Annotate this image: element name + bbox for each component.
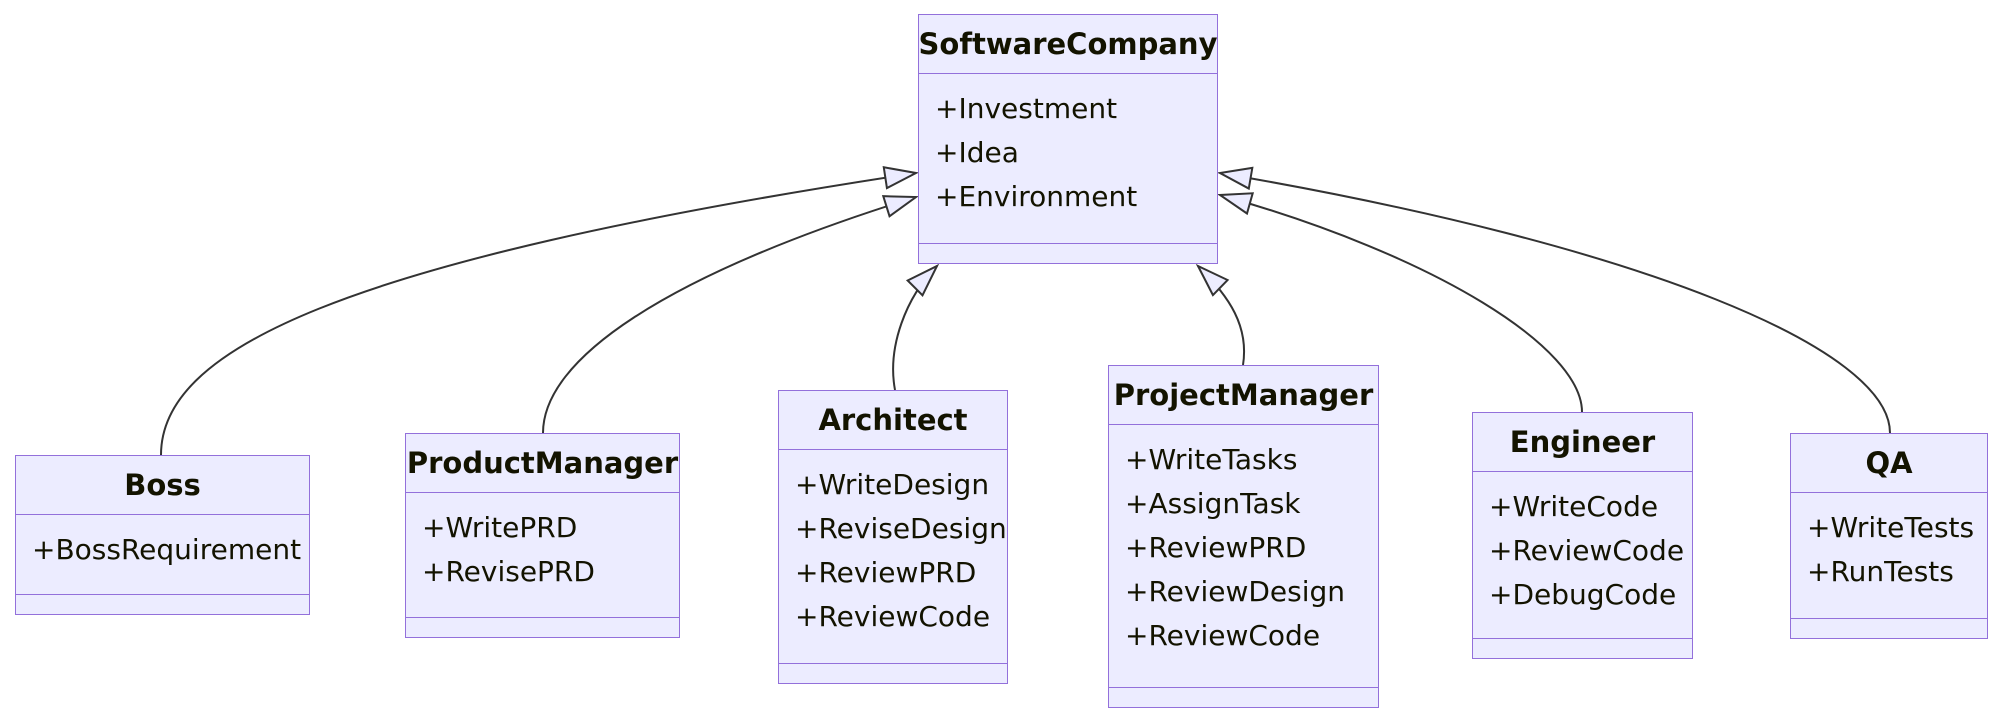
class-attribute: +WritePRD [422, 511, 578, 544]
class-title: ProductManager [406, 434, 679, 493]
class-title: ProjectManager [1109, 366, 1378, 425]
edge-architect-inherits-softwarecompany [892, 263, 940, 391]
class-attribute: +ReviewCode [1489, 534, 1685, 567]
class-attribute: +WriteTests [1807, 511, 1975, 544]
class-attribute: +ReviseDesign [795, 512, 1007, 545]
class-methods-empty [1791, 618, 1987, 638]
class-attribute: +ReviewPRD [1125, 531, 1307, 564]
class-attribute: +RunTests [1807, 555, 1954, 588]
class-productmanager: ProductManager +WritePRD +RevisePRD [405, 433, 680, 638]
class-projectmanager: ProjectManager +WriteTasks +AssignTask +… [1108, 365, 1379, 708]
class-attribute: +RevisePRD [422, 555, 595, 588]
class-attributes: +WriteTasks +AssignTask +ReviewPRD +Revi… [1109, 425, 1378, 687]
class-architect: Architect +WriteDesign +ReviseDesign +Re… [778, 390, 1008, 684]
class-engineer: Engineer +WriteCode +ReviewCode +DebugCo… [1472, 412, 1693, 659]
class-attributes: +WriteDesign +ReviseDesign +ReviewPRD +R… [779, 450, 1007, 663]
class-methods-empty [1109, 687, 1378, 707]
class-methods-empty [1473, 638, 1692, 658]
class-methods-empty [406, 617, 679, 637]
class-attributes: +WriteTests +RunTests [1791, 493, 1987, 618]
class-attributes: +Investment +Idea +Environment [919, 74, 1217, 243]
class-methods-empty [779, 663, 1007, 683]
class-title: Engineer [1473, 413, 1692, 472]
class-boss: Boss +BossRequirement [15, 455, 310, 615]
class-attribute: +ReviewDesign [1125, 575, 1346, 608]
class-attribute: +Environment [935, 180, 1138, 213]
class-methods-empty [919, 243, 1217, 263]
class-methods-empty [16, 594, 309, 614]
class-qa: QA +WriteTests +RunTests [1790, 433, 1988, 639]
class-attribute: +ReviewCode [795, 600, 991, 633]
class-attribute: +WriteTasks [1125, 443, 1298, 476]
edge-productmanager-inherits-softwarecompany [542, 195, 919, 434]
class-attribute: +ReviewCode [1125, 619, 1321, 652]
class-attribute: +WriteDesign [795, 468, 990, 501]
edge-boss-inherits-softwarecompany [160, 166, 920, 456]
class-title: Boss [16, 456, 309, 515]
class-attribute: +WriteCode [1489, 490, 1659, 523]
class-attribute: +BossRequirement [32, 533, 302, 566]
class-title: QA [1791, 434, 1987, 493]
class-title: Architect [779, 391, 1007, 450]
class-attributes: +WriteCode +ReviewCode +DebugCode [1473, 472, 1692, 638]
edge-engineer-inherits-softwarecompany [1216, 192, 1583, 413]
class-attribute: +Idea [935, 136, 1019, 169]
class-attributes: +WritePRD +RevisePRD [406, 493, 679, 617]
edge-projectmanager-inherits-softwarecompany [1195, 263, 1246, 366]
class-attribute: +ReviewPRD [795, 556, 977, 589]
class-attributes: +BossRequirement [16, 515, 309, 594]
class-attribute: +AssignTask [1125, 487, 1301, 520]
class-attribute: +Investment [935, 92, 1118, 125]
edge-qa-inherits-softwarecompany [1216, 166, 1891, 434]
class-title: SoftwareCompany [919, 15, 1217, 74]
class-attribute: +DebugCode [1489, 578, 1677, 611]
class-softwarecompany: SoftwareCompany +Investment +Idea +Envir… [918, 14, 1218, 264]
